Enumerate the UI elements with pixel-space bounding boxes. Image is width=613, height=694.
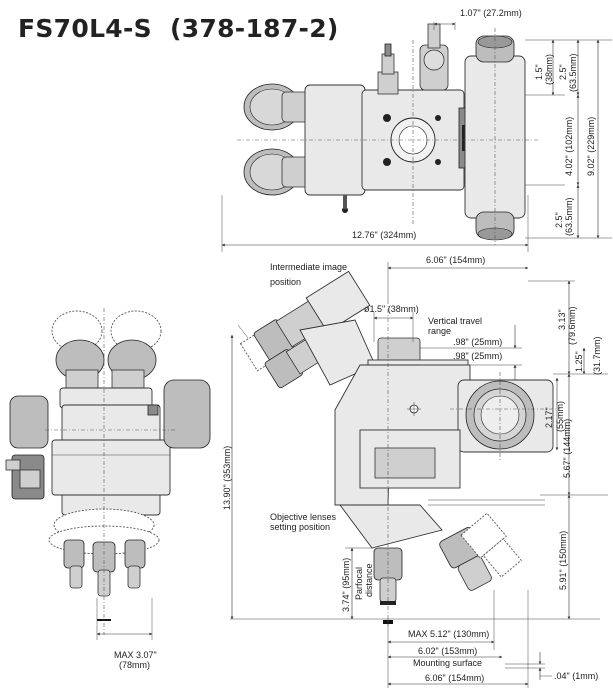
dim-004: .04" (1mm) (554, 671, 598, 681)
dim-125-mm: (31.7mm) (592, 336, 602, 375)
label-vertical-travel-2: range (428, 326, 451, 336)
label-objective-2: setting position (270, 522, 330, 532)
dim-top-e: 2.5" (554, 212, 564, 228)
top-eyepiece-lower (243, 148, 313, 196)
dim-top-width: 1.07" (27.2mm) (460, 8, 522, 18)
dim-374: 3.74" (95mm) (341, 558, 351, 612)
dim-top-b: 2.5" (558, 64, 568, 80)
dim-602: 6.02" (153mm) (418, 646, 477, 656)
top-eyepiece-upper (243, 83, 313, 131)
dim-intermediate: 6.06" (154mm) (426, 255, 485, 265)
label-parfocal-2: distance (364, 563, 374, 597)
dim-567: 5.67" (144mm) (562, 419, 572, 478)
dim-top-d: 9.02" (229mm) (586, 117, 596, 176)
dim-front-max-mm: (78mm) (119, 660, 150, 670)
front-view (5, 308, 211, 640)
dim-top-a: 1.5" (534, 64, 544, 80)
dim-max-512: MAX 5.12" (130mm) (408, 629, 489, 639)
dim-travel-b: .98" (25mm) (453, 351, 502, 361)
dim-overall-width: 12.76" (324mm) (352, 230, 416, 240)
label-parfocal-1: Parfocal (354, 567, 364, 600)
dim-top-a-mm: (38mm) (544, 54, 554, 85)
top-port (377, 71, 399, 95)
label-objective-1: Objective lenses (270, 512, 337, 522)
dim-313-mm: (79.6mm) (567, 306, 577, 345)
label-intermediate-2: position (270, 277, 301, 287)
dim-313: 3.13" (557, 309, 567, 330)
front-left-knob (9, 395, 49, 449)
dim-125: 1.25" (574, 351, 584, 372)
page-title: FS70L4-S (378-187-2) (18, 14, 339, 43)
dim-1390: 13.90" (353mm) (222, 446, 232, 510)
dim-front-max: MAX 3.07" (114, 650, 157, 660)
dim-top-b-mm: (63.5mm) (568, 53, 578, 92)
dim-top-e-mm: (63.5mm) (564, 197, 574, 236)
dim-591: 5.91" (150mm) (558, 531, 568, 590)
front-right-knob (163, 379, 211, 449)
label-vertical-travel-1: Vertical travel (428, 316, 482, 326)
side-view (221, 195, 608, 688)
label-mounting: Mounting surface (413, 658, 482, 668)
dim-217: 2.17" (544, 407, 554, 428)
dim-top-c: 4.02" (102mm) (564, 117, 574, 176)
dim-travel-a: .98" (25mm) (453, 337, 502, 347)
top-view (237, 22, 612, 245)
dim-606-bottom: 6.06" (154mm) (425, 673, 484, 683)
dim-eyepiece-dia: ø1.5" (38mm) (364, 304, 419, 314)
dim-217-mm: (55mm) (555, 401, 565, 432)
label-intermediate-1: Intermediate image (270, 262, 347, 272)
